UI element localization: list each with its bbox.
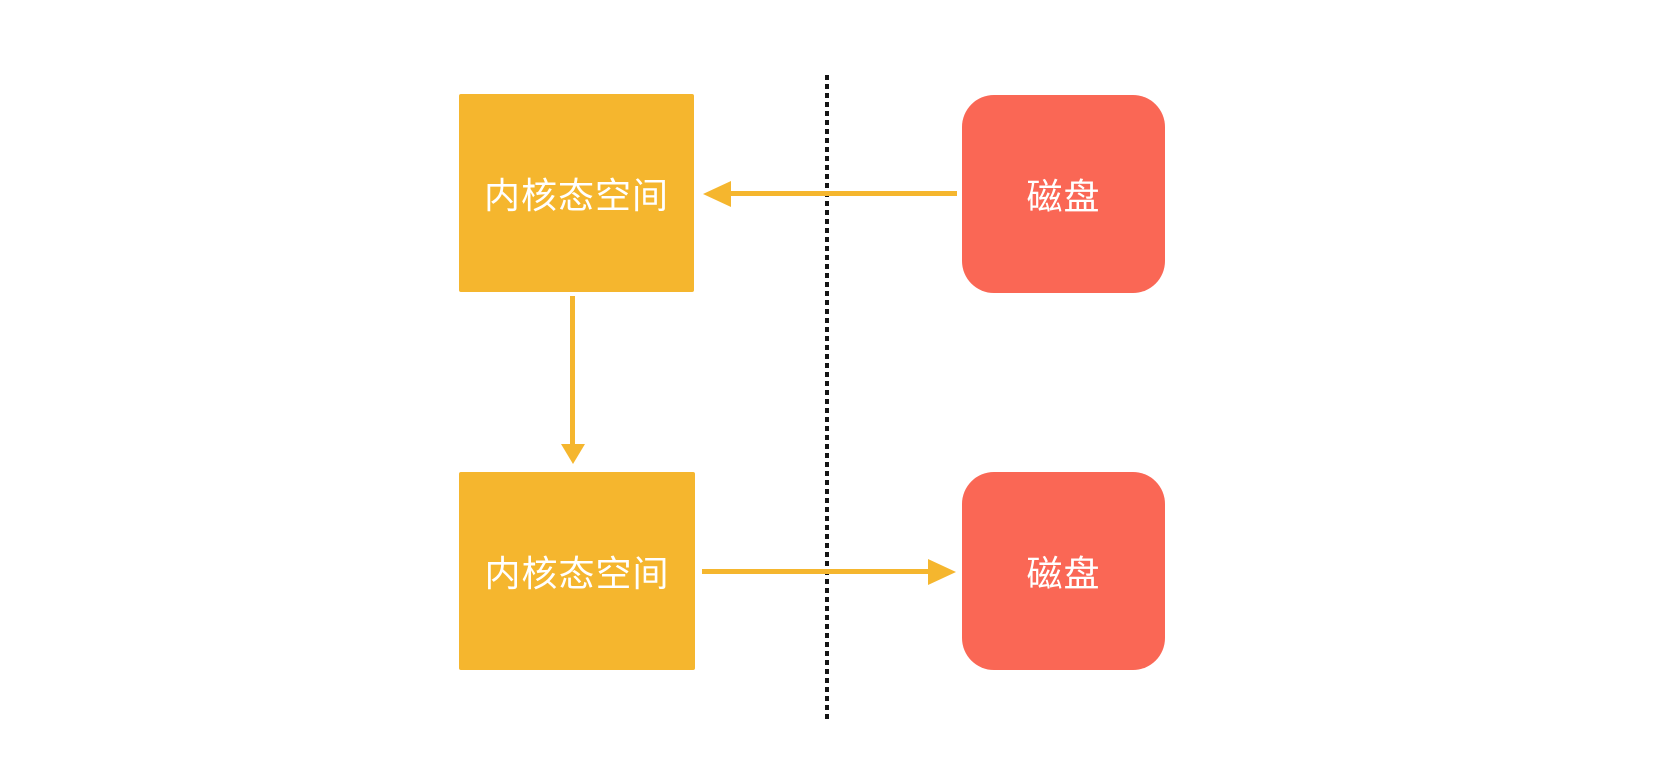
node-label: 磁盘: [1026, 176, 1101, 217]
arrow-line-kernel-to-kernel: [570, 296, 575, 444]
arrowhead-left-icon: [703, 181, 731, 207]
node-disk-top: 磁盘: [962, 95, 1165, 293]
arrow-line-kernel-to-disk: [702, 569, 928, 574]
node-kernel-space-bottom: 内核态空间: [459, 472, 695, 670]
node-label: 内核态空间: [483, 175, 669, 216]
vertical-dotted-divider: [825, 75, 829, 720]
node-label: 磁盘: [1026, 553, 1101, 594]
arrowhead-down-icon: [561, 444, 585, 464]
node-label: 内核态空间: [484, 553, 670, 594]
arrow-line-disk-to-kernel: [727, 191, 957, 196]
node-kernel-space-top: 内核态空间: [459, 94, 694, 292]
node-disk-bottom: 磁盘: [962, 472, 1165, 670]
arrowhead-right-icon: [928, 559, 956, 585]
